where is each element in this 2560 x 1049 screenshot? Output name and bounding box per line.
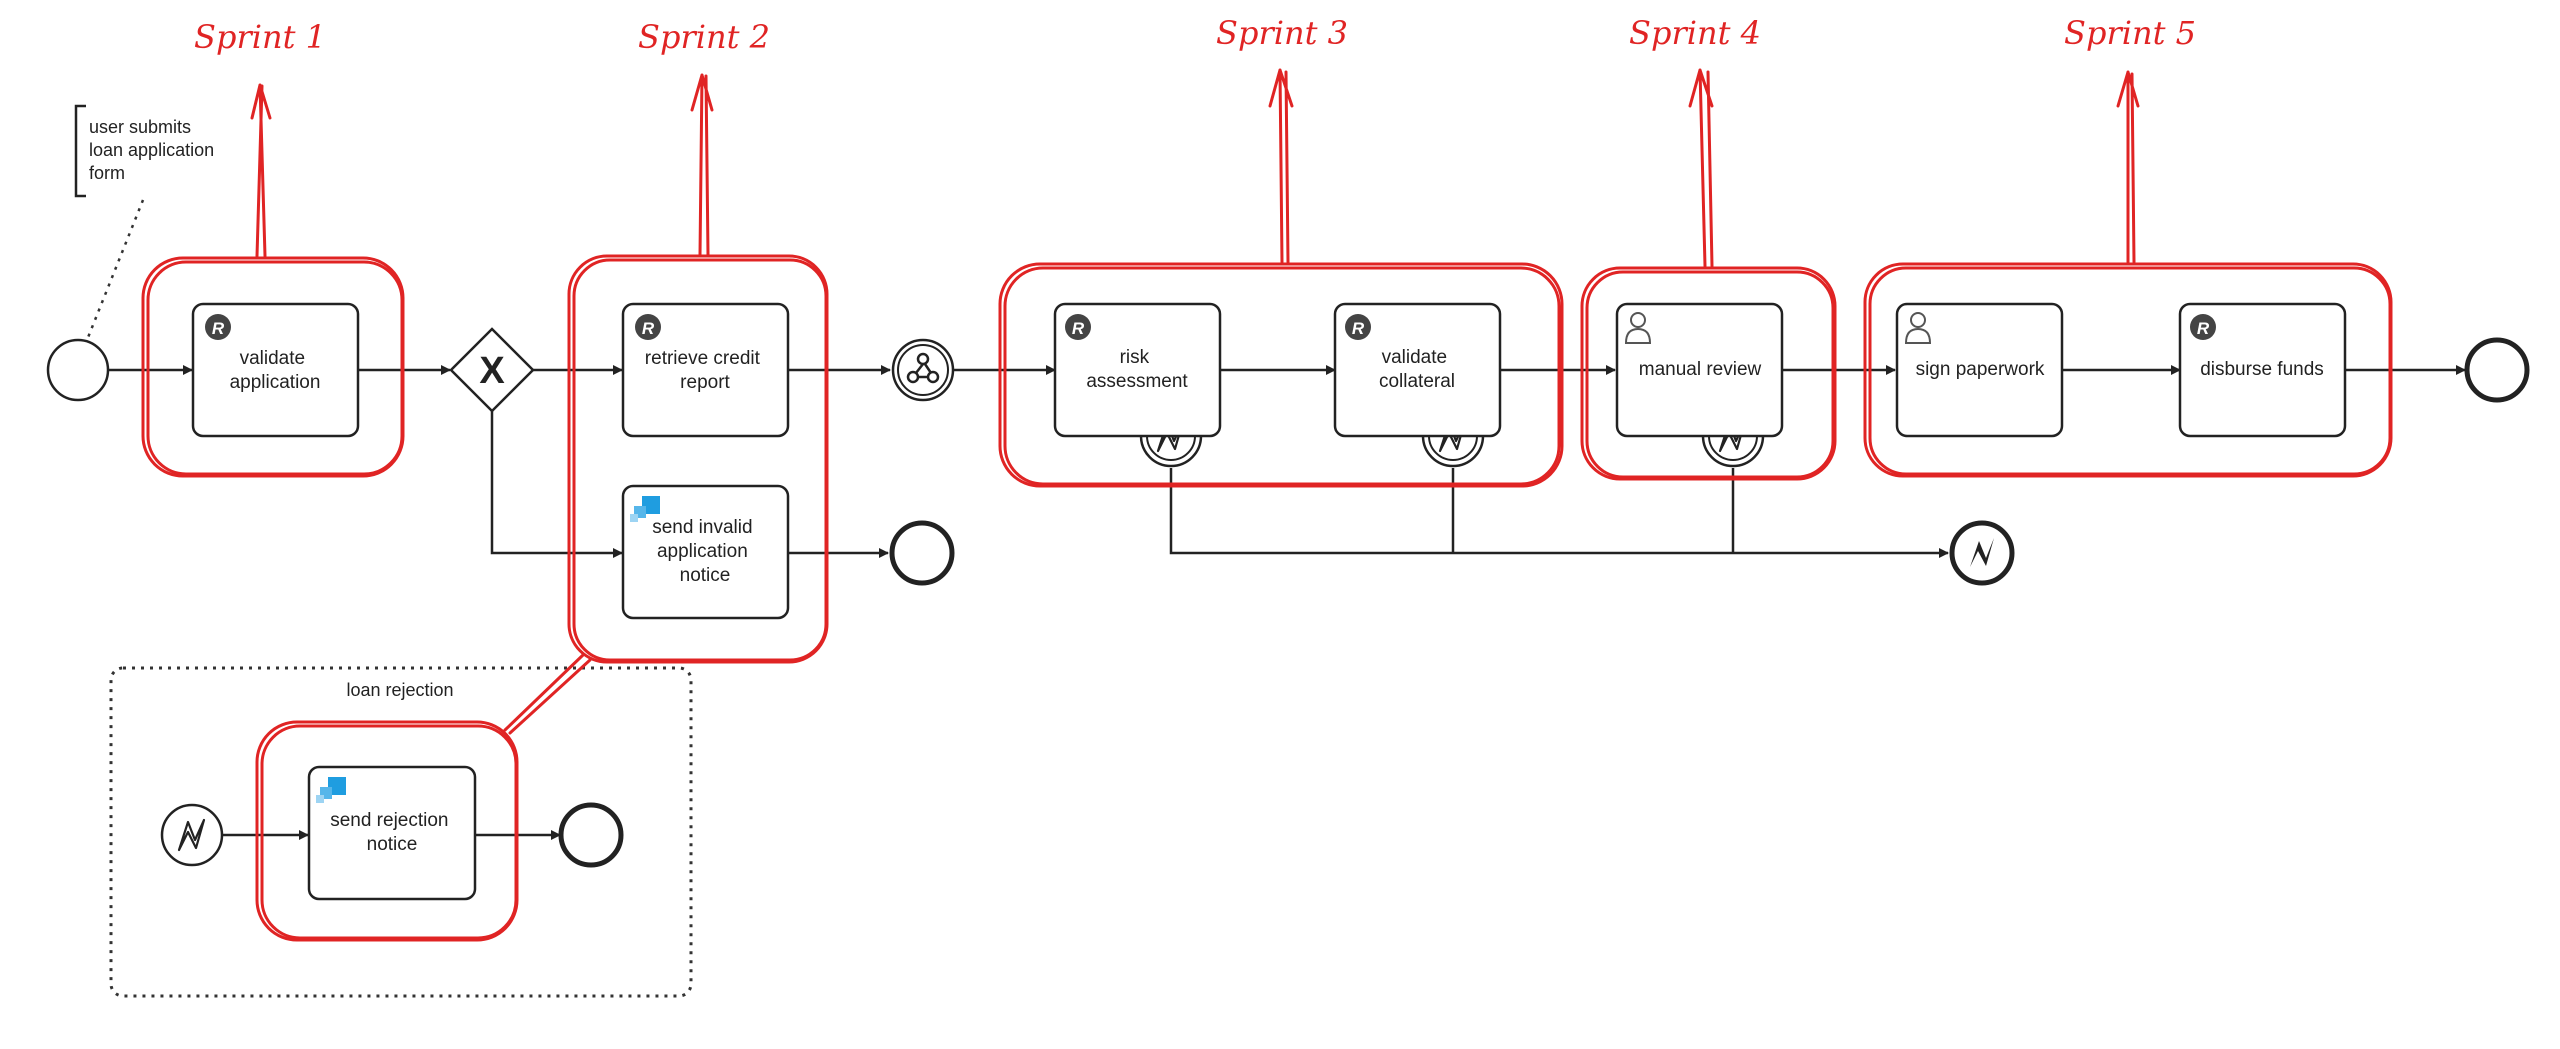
task-label: sign paperwork (1916, 359, 2045, 380)
subprocess-loan-rejection[interactable]: loan rejection send rejection notice (109, 666, 693, 998)
error-icon (177, 818, 206, 852)
sprint-2-group (503, 73, 829, 735)
subprocess-label: loan rejection (346, 680, 453, 700)
task-risk-assessment[interactable]: R risk assessment (1053, 302, 1222, 438)
sprint-1-label: Sprint 1 (194, 18, 326, 56)
annotation-line: user submits (89, 117, 191, 137)
annotation-line: loan application (89, 140, 214, 160)
task-retrieve-credit-report[interactable]: R retrieve credit report (621, 302, 790, 438)
webhook-intermediate-event[interactable] (891, 338, 955, 402)
svg-text:user submits loan applic: user submits loan application form (89, 117, 219, 183)
sprint-3-label: Sprint 3 (1216, 14, 1348, 52)
end-event-success[interactable] (2464, 337, 2530, 403)
sprint-5-group (1863, 70, 2393, 478)
task-sign-paperwork[interactable]: sign paperwork (1895, 302, 2064, 438)
start-event[interactable] (46, 338, 110, 402)
task-label: manual review (1639, 359, 1762, 380)
task-label: validate (1382, 347, 1448, 368)
task-label: notice (367, 834, 418, 855)
rule-icon: R (205, 314, 231, 340)
sprint-labels: Sprint 1 Sprint 2 Sprint 3 Sprint 4 Spri… (194, 14, 2196, 56)
task-label: collateral (1379, 371, 1455, 392)
rule-icon: R (635, 314, 661, 340)
task-label: report (680, 372, 730, 393)
task-label: risk (1120, 347, 1150, 368)
send-icon (630, 496, 660, 522)
svg-text:R: R (2197, 319, 2210, 338)
task-label: retrieve credit (645, 348, 761, 369)
sprint-overlay (141, 68, 2393, 942)
error-icon (1970, 538, 1994, 567)
sprint-1-group (141, 83, 405, 478)
svg-text:retrieve credit report: retrieve credit report (645, 348, 765, 393)
task-disburse-funds[interactable]: R disburse funds (2178, 302, 2347, 438)
task-validate-application[interactable]: R validate application (191, 302, 360, 438)
webhook-icon (906, 352, 940, 384)
svg-text:R: R (642, 319, 655, 338)
task-label: validate (240, 348, 306, 369)
svg-text:validate application: validate application (230, 348, 321, 393)
gateway-exclusive[interactable]: X (449, 327, 535, 413)
task-label: application (230, 372, 321, 393)
end-event-invalid[interactable] (889, 520, 955, 586)
sprint-2-label: Sprint 2 (638, 18, 770, 56)
rule-icon: R (1065, 314, 1091, 340)
error-end-event[interactable] (1949, 520, 2015, 586)
rejection-task-group (255, 720, 519, 942)
task-send-rejection-notice[interactable]: send rejection notice (307, 765, 477, 901)
svg-text:R: R (1072, 319, 1085, 338)
svg-text:send invalid application: send invalid application notice (652, 517, 758, 586)
svg-text:R: R (1352, 319, 1365, 338)
sequence-flows (108, 365, 2466, 840)
gateway-x-icon: X (479, 350, 505, 392)
sprint-3-group (998, 68, 1564, 488)
rule-icon: R (2190, 314, 2216, 340)
sprint-4-label: Sprint 4 (1629, 14, 1761, 52)
text-annotation[interactable]: user submits loan application form (74, 104, 219, 341)
svg-text:validate collateral: validate collateral (1379, 347, 1455, 392)
svg-text:send rejection notice: send rejection notice (330, 810, 454, 855)
rule-icon: R (1345, 314, 1371, 340)
send-icon (316, 777, 346, 803)
error-start-event[interactable] (160, 803, 224, 867)
svg-text:R: R (212, 319, 225, 338)
task-label: send invalid (652, 517, 752, 538)
sprint-5-label: Sprint 5 (2064, 14, 2196, 52)
svg-text:risk assessment: risk assessment (1086, 347, 1188, 392)
task-label: application (657, 541, 748, 562)
task-send-invalid-notice[interactable]: send invalid application notice (621, 484, 790, 620)
user-icon (1904, 312, 1932, 344)
annotation-line: form (89, 163, 125, 183)
task-label: disburse funds (2200, 359, 2324, 380)
task-label: notice (680, 565, 731, 586)
sprint-4-group (1580, 68, 1837, 481)
association-line (85, 199, 145, 341)
end-event-rejection[interactable] (558, 802, 624, 868)
user-icon (1624, 312, 1652, 344)
task-label: assessment (1086, 371, 1188, 392)
task-label: send rejection (330, 810, 448, 831)
task-manual-review[interactable]: manual review (1615, 302, 1784, 438)
task-validate-collateral[interactable]: R validate collateral (1333, 302, 1502, 438)
